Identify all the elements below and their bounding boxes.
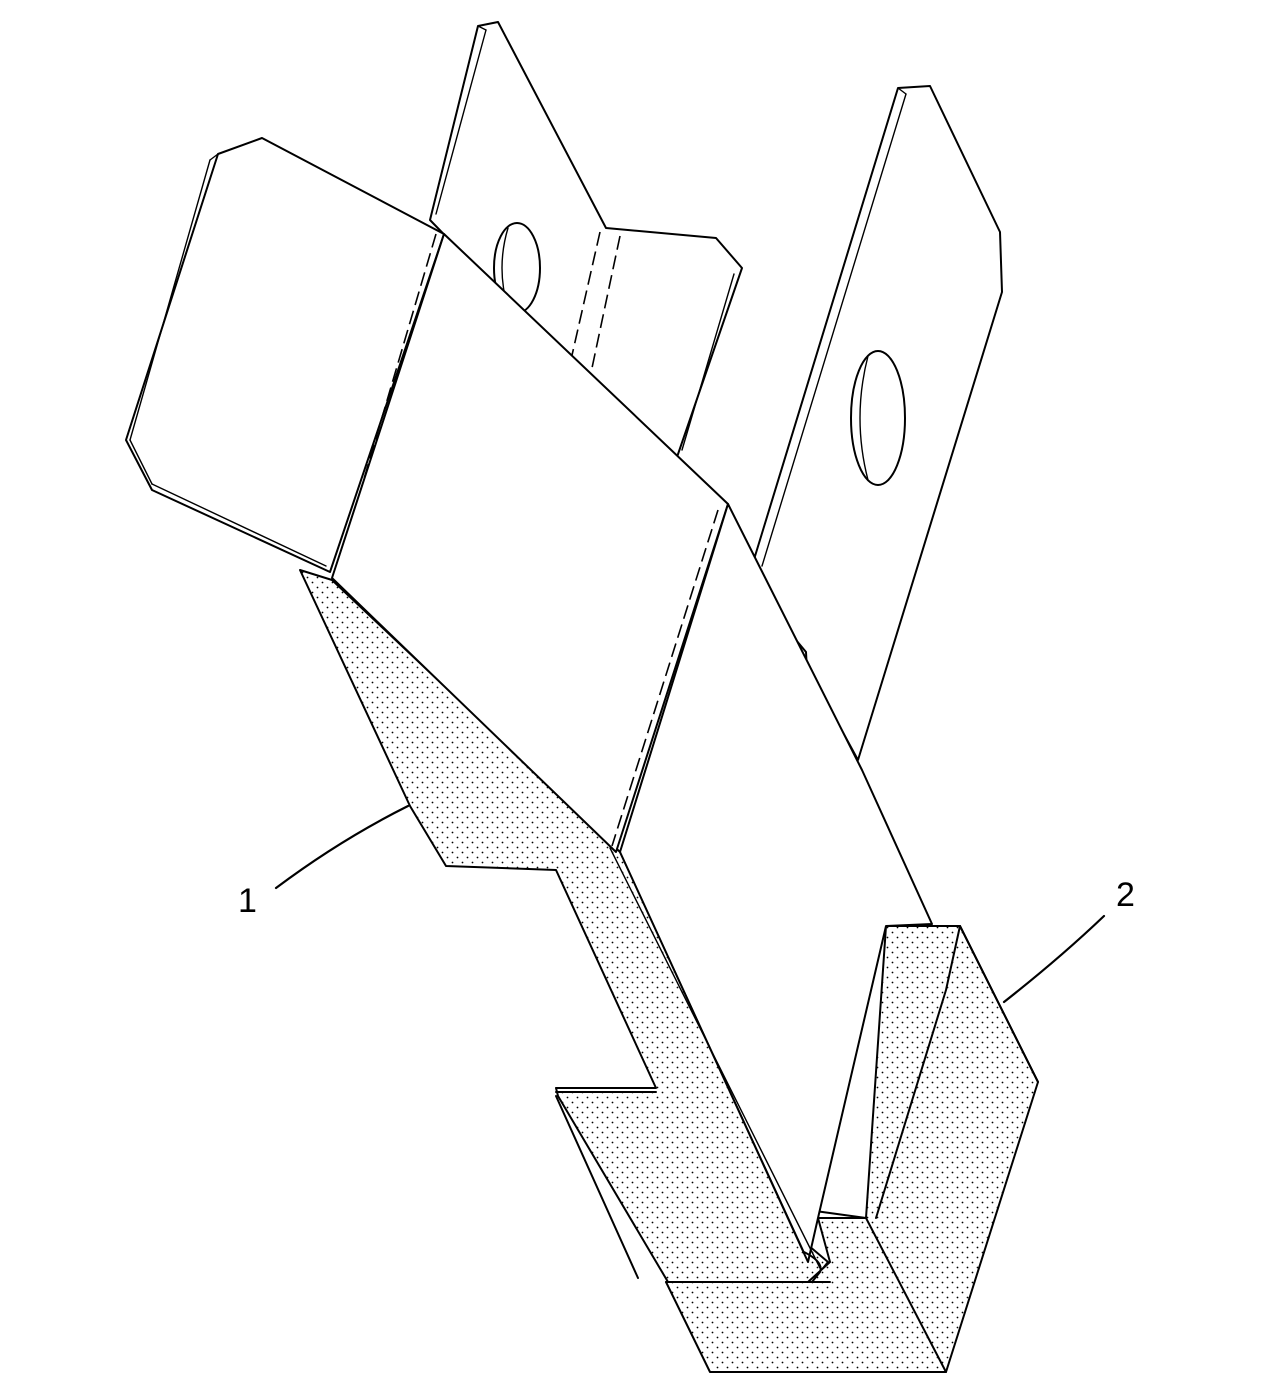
rear-middle-terminal-plate: [429, 21, 743, 461]
rear-right-plate-hole: [850, 350, 906, 486]
leader-line-1: [274, 804, 410, 890]
reference-1: 1: [238, 804, 410, 920]
leader-line-2: [1002, 914, 1106, 1004]
label-1: 1: [238, 882, 257, 920]
label-2: 2: [1116, 876, 1135, 914]
rear-right-terminal-plate: [751, 85, 1003, 761]
reference-2: 2: [1002, 876, 1135, 1004]
front-bent-terminal: [125, 137, 933, 1283]
